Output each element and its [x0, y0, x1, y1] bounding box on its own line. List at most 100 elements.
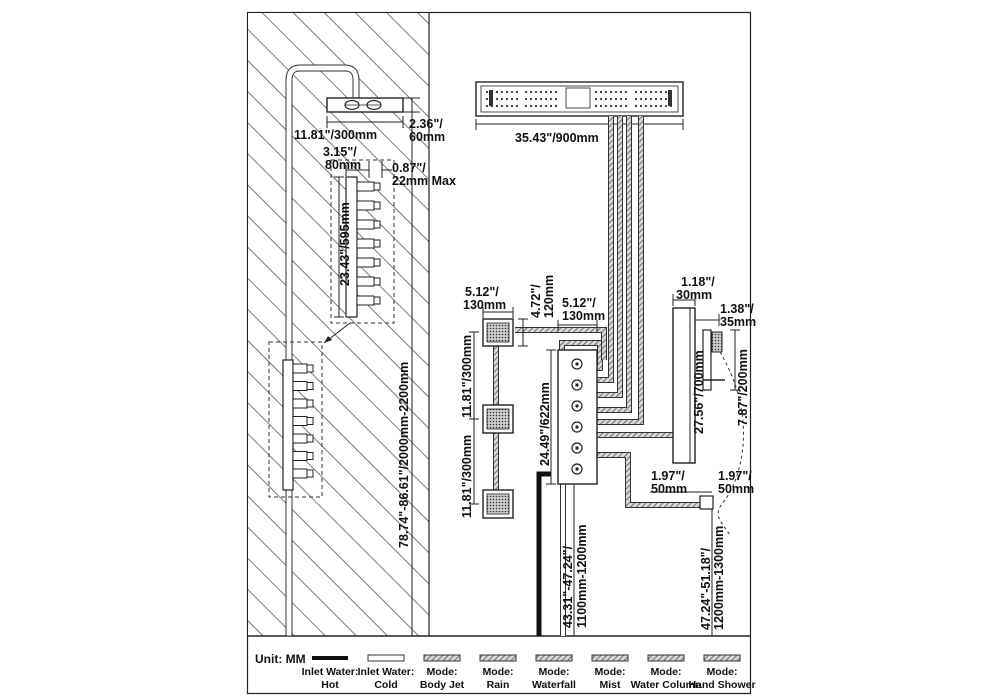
legend-item-label: Mode:: [427, 666, 458, 678]
valve-knob-cap: [306, 469, 314, 478]
nozzle-dot: [649, 90, 653, 94]
nozzle-dot: [619, 97, 623, 101]
nozzle-dot: [485, 97, 489, 101]
valve-knob: [292, 363, 308, 374]
valve-dial-center: [575, 383, 579, 387]
body-jet-top: [482, 318, 514, 347]
legend-item-label: Mode:: [707, 666, 738, 678]
nozzle-dot: [495, 97, 499, 101]
valve-knob-cap: [306, 417, 314, 425]
nozzle-dot: [529, 90, 533, 94]
nozzle-dot: [505, 97, 509, 101]
panel-on-column-box: [268, 341, 323, 498]
hot-inlet-pipe: [536, 471, 551, 636]
nozzle-dot: [639, 90, 643, 94]
legend-item-label: Mode:: [651, 666, 682, 678]
hand-shower-holder: [702, 329, 725, 391]
total-height-label: 78.74"-86.61"/2000mm-2200mm: [397, 362, 411, 548]
nozzle-dot: [614, 90, 618, 94]
outlet-offset-1-label-2: 50mm: [651, 482, 687, 496]
valve-width-label-1: 5.12"/: [562, 296, 596, 310]
valve-knob: [292, 433, 308, 444]
nozzle-dot: [485, 104, 489, 108]
body-jet-middle: [482, 404, 514, 434]
legend-item-label: Hand Shower: [688, 679, 755, 691]
nozzle-dot: [659, 90, 663, 94]
nozzle-dot: [604, 90, 608, 94]
nozzle-dot: [594, 90, 598, 94]
valve-knob-cap: [373, 220, 381, 229]
nozzle-dot: [644, 90, 648, 94]
ceiling-head-length-label: 35.43"/900mm: [515, 131, 599, 145]
nozzle-dot: [524, 90, 528, 94]
panel-depth-label-1: 0.87"/: [392, 161, 426, 175]
outlet-offset-2-label-2: 50mm: [718, 482, 754, 496]
legend-item-label: Mode:: [483, 666, 514, 678]
legend-item-label: Water Column: [631, 679, 702, 691]
jet-height-label-1: 4.72"/: [529, 284, 543, 318]
legend-item-label: Body Jet: [420, 679, 465, 691]
rain-head-height-label-2: 60mm: [409, 130, 445, 144]
nozzle-dot: [549, 97, 553, 101]
nozzle-dot: [624, 104, 628, 108]
body-jet-bottom: [482, 489, 514, 519]
nozzle-dot: [599, 104, 603, 108]
nozzle-dot: [654, 90, 658, 94]
legend-swatch-hand-shower: [703, 654, 741, 662]
nozzle-dot: [654, 97, 658, 101]
nozzle-dot: [515, 90, 519, 94]
valve-panel: [557, 349, 598, 485]
nozzle-dot: [634, 97, 638, 101]
legend-swatch-body-jet: [423, 654, 461, 662]
valve-knob: [356, 276, 375, 287]
nozzle-dot: [654, 104, 658, 108]
nozzle-dot: [505, 90, 509, 94]
nozzle-dot: [599, 90, 603, 94]
valve-dial-center: [575, 467, 579, 471]
nozzle-dot: [649, 104, 653, 108]
nozzle-dot: [500, 90, 504, 94]
rain-head-length-label: 11.81"/300mm: [294, 128, 377, 142]
nozzle-dot: [554, 90, 558, 94]
nozzle-dot: [619, 90, 623, 94]
valve-knob: [292, 381, 308, 391]
nozzle-dot: [644, 104, 648, 108]
valve-knob-cap: [373, 201, 381, 210]
valve-dial-center: [575, 446, 579, 450]
nozzle-dot: [599, 97, 603, 101]
nozzle-dot: [539, 97, 543, 101]
nozzle-dot: [510, 104, 514, 108]
nozzle-dot: [659, 104, 663, 108]
nozzle-dot: [604, 104, 608, 108]
outlet-offset-1-label-1: 1.97"/: [651, 469, 685, 483]
holder-height-label: 7.87"/200mm: [736, 349, 750, 426]
valve-knob: [292, 468, 308, 479]
nozzle-dot: [554, 97, 558, 101]
nozzle-dot: [515, 104, 519, 108]
valve-knob: [292, 416, 308, 426]
ceiling-shower-head: [475, 81, 684, 117]
nozzle-dot: [634, 104, 638, 108]
valve-knob: [292, 398, 308, 409]
valve-knob-cap: [306, 399, 314, 408]
legend-item-label: Mode:: [539, 666, 570, 678]
legend-swatch-rain: [479, 654, 517, 662]
nozzle-dot: [495, 90, 499, 94]
light-bar: [489, 90, 493, 106]
nozzle-dot: [510, 90, 514, 94]
valve-knob: [356, 181, 375, 192]
legend-item-label: Cold: [374, 679, 397, 691]
panel-width-label-2: 80mm: [325, 158, 361, 172]
nozzle-dot: [614, 97, 618, 101]
legend-item-label: Mode:: [595, 666, 626, 678]
nozzle-dot: [609, 104, 613, 108]
nozzle-dot: [659, 97, 663, 101]
panel-depth-label-2: 22mm Max: [392, 174, 456, 188]
nozzle-dot: [609, 90, 613, 94]
jet-width-label-2: 130mm: [463, 298, 506, 312]
valve-knob-cap: [373, 239, 381, 248]
nozzle-dot: [609, 97, 613, 101]
nozzle-dot: [544, 90, 548, 94]
column-depth-label-2: 35mm: [720, 315, 756, 329]
